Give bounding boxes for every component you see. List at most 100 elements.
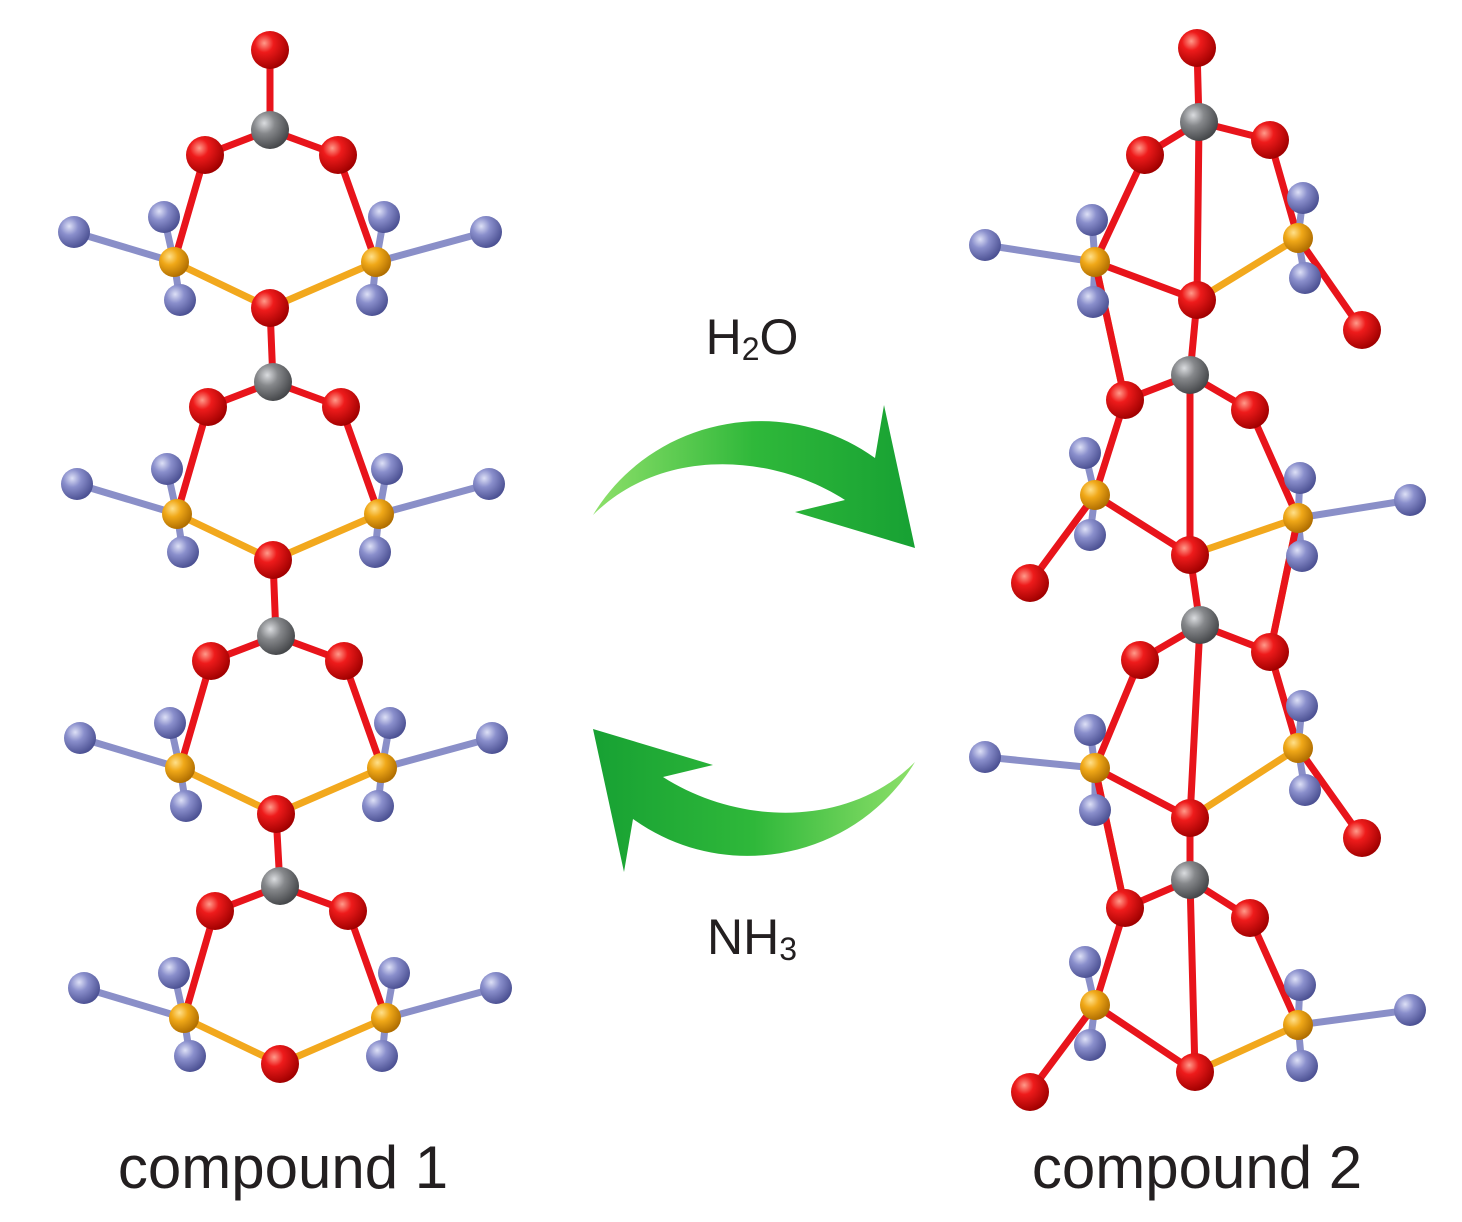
bond	[1246, 914, 1302, 1029]
water-reagent-label: H2O	[705, 309, 799, 367]
oxygen-atom	[1231, 899, 1269, 937]
nitrogen-atom	[969, 741, 1001, 773]
nitrogen-atom	[1079, 794, 1111, 826]
bond	[1091, 258, 1129, 404]
nitrogen-atom	[154, 707, 186, 739]
nitrogen-atom	[368, 201, 400, 233]
nitrogen-atom	[1287, 182, 1319, 214]
bond	[272, 764, 386, 818]
nitrogen-atom	[68, 972, 100, 1004]
oxygen-atom	[1106, 889, 1144, 927]
compound-2-label: compound 2	[1031, 1134, 1363, 1201]
nitrogen-atom	[164, 284, 196, 316]
nitrogen-atom	[1289, 262, 1321, 294]
oxygen-atom	[1251, 121, 1289, 159]
nitrogen-atom	[366, 1040, 398, 1072]
oxygen-atom	[251, 31, 289, 69]
compound-1-label: compound 1	[117, 1134, 449, 1201]
oxygen-atom	[322, 388, 360, 426]
nitrogen-atom	[1286, 540, 1318, 572]
metal-atom	[1283, 503, 1313, 533]
carbon-atom	[257, 617, 295, 655]
nitrogen-atom	[371, 453, 403, 485]
oxygen-atom	[1251, 633, 1289, 671]
oxygen-atom	[1126, 136, 1164, 174]
bond	[981, 241, 1099, 266]
bond	[1091, 1001, 1199, 1076]
oxygen-atom	[1171, 799, 1209, 837]
metal-atom	[361, 247, 391, 277]
bond	[70, 228, 178, 266]
nitrogen-atom	[1289, 774, 1321, 806]
bond	[73, 480, 181, 518]
oxygen-atom	[192, 642, 230, 680]
carbon-atom	[254, 363, 292, 401]
bond	[1186, 514, 1302, 559]
ammonia-reagent-label: NH3	[706, 909, 798, 967]
bond	[1246, 406, 1302, 522]
oxygen-atom	[261, 1045, 299, 1083]
metal-atom	[367, 753, 397, 783]
oxygen-atom	[251, 289, 289, 327]
nitrogen-atom	[359, 536, 391, 568]
nitrogen-atom	[170, 790, 202, 822]
bond	[1193, 118, 1203, 304]
carbon-atom	[1171, 356, 1209, 394]
oxygen-atom	[1231, 391, 1269, 429]
nitrogen-atom	[476, 722, 508, 754]
metal-atom	[1283, 733, 1313, 763]
nitrogen-atom	[1284, 462, 1316, 494]
bond	[1091, 151, 1149, 266]
bond	[1091, 656, 1144, 772]
bond	[372, 228, 490, 266]
nitrogen-atom	[1286, 690, 1318, 722]
nitrogen-atom	[480, 972, 512, 1004]
bond	[80, 984, 188, 1022]
bond	[1193, 234, 1302, 304]
bond	[378, 734, 496, 772]
oxygen-atom	[1171, 536, 1209, 574]
metal-atom	[159, 247, 189, 277]
nitrogen-atom	[151, 453, 183, 485]
metal-atom	[1283, 1010, 1313, 1040]
nitrogen-atom	[1284, 969, 1316, 1001]
bond	[1294, 496, 1414, 522]
bond	[1186, 744, 1302, 822]
nitrogen-atom	[1077, 286, 1109, 318]
oxygen-atom	[329, 892, 367, 930]
nitrogen-atom	[58, 216, 90, 248]
nitrogen-atom	[1074, 714, 1106, 746]
nitrogen-atom	[1286, 1050, 1318, 1082]
metal-atom	[1080, 480, 1110, 510]
bond	[1186, 621, 1204, 822]
nitrogen-atom	[1076, 204, 1108, 236]
metal-atom	[1283, 223, 1313, 253]
bond	[1294, 1006, 1414, 1029]
bond	[1186, 876, 1199, 1076]
oxygen-atom	[1343, 311, 1381, 349]
bond	[1091, 764, 1129, 912]
metal-atom	[169, 1003, 199, 1033]
nitrogen-atom	[1074, 519, 1106, 551]
carbon-atom	[251, 111, 289, 149]
nitrogen-atom	[64, 722, 96, 754]
nitrogen-atom	[1394, 994, 1426, 1026]
nitrogen-atom	[374, 707, 406, 739]
oxygen-atom	[1106, 381, 1144, 419]
oxygen-atom	[1178, 29, 1216, 67]
carbon-atom	[1180, 103, 1218, 141]
nitrogen-atom	[356, 284, 388, 316]
nitrogen-atom	[969, 229, 1001, 261]
carbon-atom	[1181, 606, 1219, 644]
compound-2-structure	[969, 29, 1426, 1111]
oxygen-atom	[1011, 564, 1049, 602]
oxygen-atom	[257, 795, 295, 833]
nitrogen-atom	[158, 957, 190, 989]
bond	[382, 984, 500, 1022]
bond	[375, 480, 493, 518]
bond	[276, 1014, 390, 1068]
oxygen-atom	[189, 388, 227, 426]
nitrogen-atom	[378, 957, 410, 989]
nitrogen-atom	[473, 468, 505, 500]
